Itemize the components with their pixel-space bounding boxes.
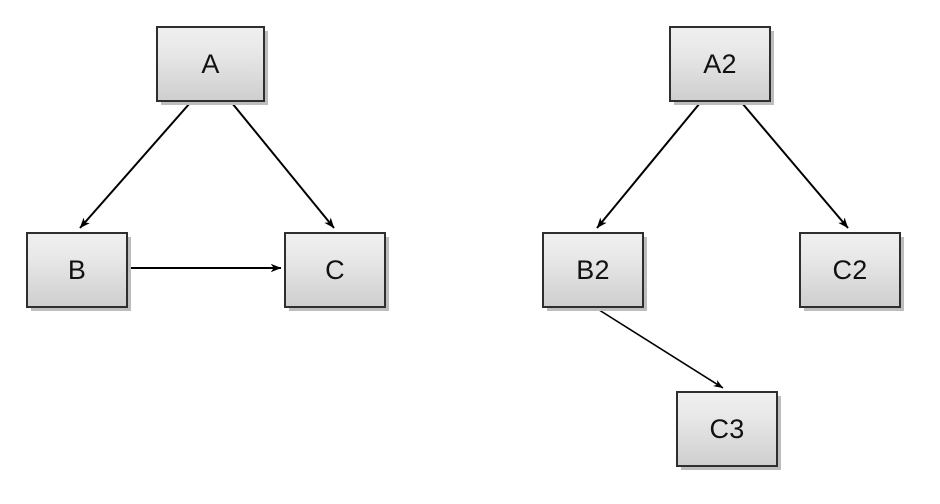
edge-b2-to-c3 bbox=[595, 307, 724, 389]
node-a[interactable]: A bbox=[156, 26, 265, 102]
edge-a2-to-b2 bbox=[596, 102, 701, 229]
node-b2[interactable]: B2 bbox=[542, 232, 644, 308]
node-c3[interactable]: C3 bbox=[676, 391, 778, 467]
node-a2-label: A2 bbox=[703, 48, 737, 79]
node-b[interactable]: B bbox=[26, 232, 128, 308]
node-a-label: A bbox=[201, 48, 220, 79]
node-a2[interactable]: A2 bbox=[669, 26, 771, 102]
node-b-label: B bbox=[67, 254, 87, 285]
edge-a-to-b bbox=[79, 102, 191, 229]
node-c[interactable]: C bbox=[284, 232, 386, 308]
node-c2-label: C2 bbox=[832, 254, 868, 285]
edge-a2-to-c2 bbox=[741, 102, 849, 229]
node-b2-label: B2 bbox=[576, 254, 610, 285]
node-c-label: C bbox=[325, 254, 345, 285]
edge-a-to-c bbox=[231, 102, 335, 229]
node-c3-label: C3 bbox=[709, 413, 745, 444]
node-c2[interactable]: C2 bbox=[799, 232, 901, 308]
